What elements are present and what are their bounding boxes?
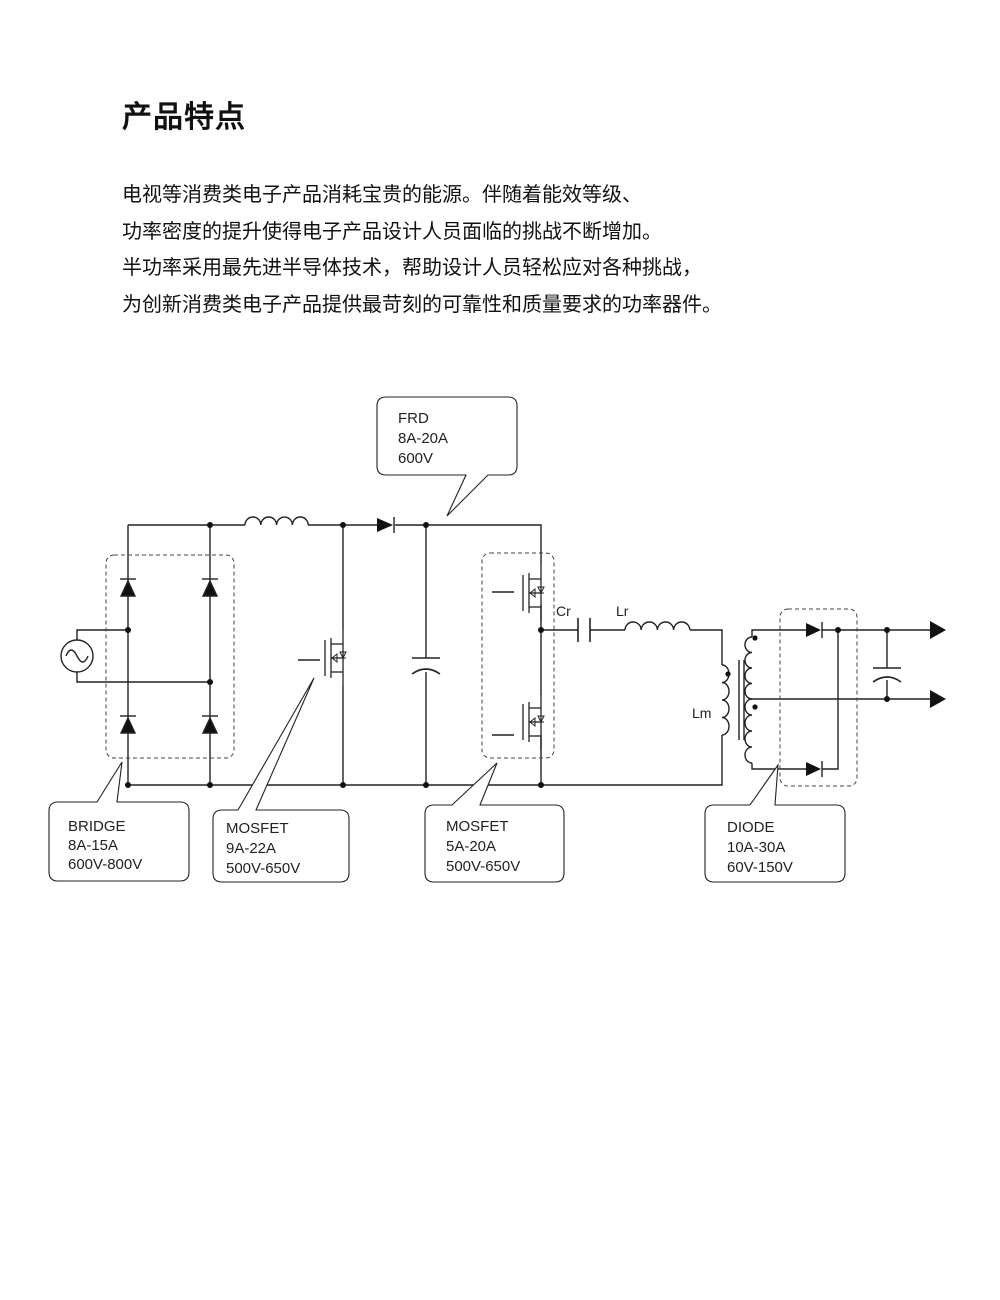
pfc-inductor-icon — [244, 516, 309, 526]
callout-diode: DIODE 10A-30A 60V-150V — [704, 763, 846, 883]
mosfet-llc-current: 5A-20A — [446, 838, 496, 855]
diode-voltage: 60V-150V — [727, 859, 793, 876]
frd-diode-icon — [377, 517, 395, 533]
feature-paragraph: 电视等消费类电子产品消耗宝贵的能源。伴随着能效等级、 功率密度的提升使得电子产品… — [122, 176, 882, 322]
diode-current: 10A-30A — [727, 839, 785, 856]
mosfet-pfc-name: MOSFET — [226, 820, 289, 837]
paragraph-line: 为创新消费类电子产品提供最苛刻的可靠性和质量要求的功率器件。 — [122, 291, 722, 316]
lr-label: Lr — [616, 603, 629, 619]
output-arrow-icon — [930, 621, 946, 639]
bridge-diodes — [119, 578, 219, 734]
mosfet-pfc-current: 9A-22A — [226, 840, 276, 857]
frd-name: FRD — [398, 410, 429, 427]
bridge-current: 8A-15A — [68, 837, 118, 854]
cr-label: Cr — [556, 603, 571, 619]
output-arrow-icon — [930, 690, 946, 708]
mosfet-llc-voltage: 500V-650V — [446, 858, 520, 875]
callout-mosfet-llc: MOSFET 5A-20A 500V-650V — [424, 762, 565, 883]
frd-current: 8A-20A — [398, 430, 448, 447]
callout-mosfet-pfc: MOSFET 9A-22A 500V-650V — [212, 677, 350, 883]
output-capacitor-icon — [872, 667, 902, 683]
mosfet-llc-name: MOSFET — [446, 818, 509, 835]
callout-frd: FRD 8A-20A 600V — [376, 396, 518, 517]
bridge-voltage: 600V-800V — [68, 856, 142, 873]
bulk-capacitor-icon — [411, 657, 441, 675]
paragraph-line: 电视等消费类电子产品消耗宝贵的能源。伴随着能效等级、 — [122, 182, 642, 206]
paragraph-line: 半功率采用最先进半导体技术，帮助设计人员轻松应对各种挑战， — [122, 255, 702, 279]
lm-label: Lm — [692, 705, 711, 721]
highlight-boxes — [105, 552, 858, 787]
transformer-icon — [721, 635, 758, 764]
bridge-name: BRIDGE — [68, 818, 126, 835]
resonant-capacitor-icon — [577, 618, 591, 642]
page-title: 产品特点 — [122, 100, 246, 135]
circuit-wires — [76, 524, 930, 786]
frd-voltage: 600V — [398, 450, 433, 467]
resonant-inductor-icon — [624, 621, 691, 631]
paragraph-line: 功率密度的提升使得电子产品设计人员面临的挑战不断增加。 — [122, 218, 662, 243]
high-side-mosfet-icon — [522, 564, 545, 622]
pfc-mosfet-icon — [324, 629, 347, 687]
callout-bridge: BRIDGE 8A-15A 600V-800V — [48, 761, 190, 882]
diode-name: DIODE — [727, 819, 775, 836]
low-side-mosfet-icon — [522, 693, 545, 751]
output-diodes — [806, 622, 823, 777]
ac-source-icon — [60, 639, 94, 673]
mosfet-pfc-voltage: 500V-650V — [226, 860, 300, 877]
junction-dots — [125, 522, 890, 788]
